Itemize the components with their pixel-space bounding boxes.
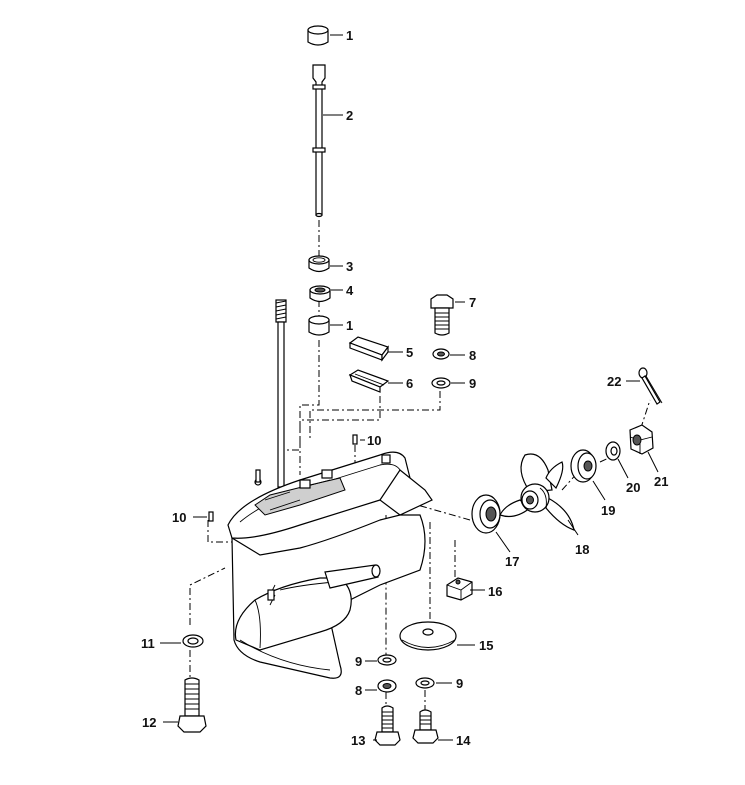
callout-22: 22	[607, 374, 621, 389]
part-5-plate	[348, 336, 403, 362]
part-9-washer-lower-mid	[365, 654, 397, 666]
part-15-trim-tab	[399, 621, 475, 651]
part-9-washer-right-lower	[415, 677, 452, 689]
callout-9: 9	[469, 376, 476, 391]
callout-20: 20	[626, 480, 640, 495]
callout-9: 9	[355, 654, 362, 669]
part-18-propeller	[499, 453, 579, 536]
part-1-collar-lower	[308, 315, 343, 336]
callout-8: 8	[355, 683, 362, 698]
part-4-bearing	[309, 285, 343, 303]
callout-10: 10	[367, 433, 381, 448]
callout-5: 5	[406, 345, 413, 360]
part-17-thrust-washer	[471, 494, 511, 553]
part-10-pin-left	[193, 511, 214, 522]
callout-9: 9	[456, 676, 463, 691]
callout-12: 12	[142, 715, 156, 730]
callout-15: 15	[479, 638, 493, 653]
part-9-washer-upper	[431, 377, 465, 389]
callout-16: 16	[488, 584, 502, 599]
callout-18: 18	[575, 542, 589, 557]
part-21-castle-nut	[629, 424, 659, 473]
part-13-bolt	[373, 705, 401, 746]
part-14-bolt	[412, 709, 453, 744]
callout-1: 1	[346, 318, 353, 333]
part-2-drive-shaft	[312, 64, 343, 218]
callout-6: 6	[406, 376, 413, 391]
lower-unit-housing	[227, 299, 433, 679]
part-8-lock-washer-lower	[365, 679, 397, 693]
callout-21: 21	[654, 474, 668, 489]
callout-19: 19	[601, 503, 615, 518]
part-16-anode-block	[446, 577, 485, 601]
callout-10: 10	[172, 510, 186, 525]
part-6-plate	[348, 369, 403, 393]
part-1-collar-top	[307, 25, 343, 46]
callout-14: 14	[456, 733, 471, 748]
callout-8: 8	[469, 348, 476, 363]
callout-11: 11	[141, 636, 155, 651]
callout-7: 7	[469, 295, 476, 310]
callout-13: 13	[351, 733, 365, 748]
callout-17: 17	[505, 554, 519, 569]
part-22-cotter-pin	[626, 367, 663, 405]
part-7-bolt	[430, 294, 465, 336]
callout-4: 4	[346, 283, 354, 298]
part-3-seal	[308, 255, 343, 273]
part-19-spacer	[570, 449, 606, 501]
part-11-washer	[160, 634, 204, 648]
callout-labels: 1 2 3 4 1 5 6 7 8 9 10 10 11 12 9 8 13 1…	[141, 28, 668, 748]
part-10-pin-upper	[352, 434, 365, 445]
part-20-washer	[605, 441, 629, 479]
callout-3: 3	[346, 259, 353, 274]
callout-2: 2	[346, 108, 353, 123]
part-12-bolt	[163, 677, 207, 733]
part-8-lock-washer-upper	[432, 348, 465, 360]
callout-1: 1	[346, 28, 353, 43]
